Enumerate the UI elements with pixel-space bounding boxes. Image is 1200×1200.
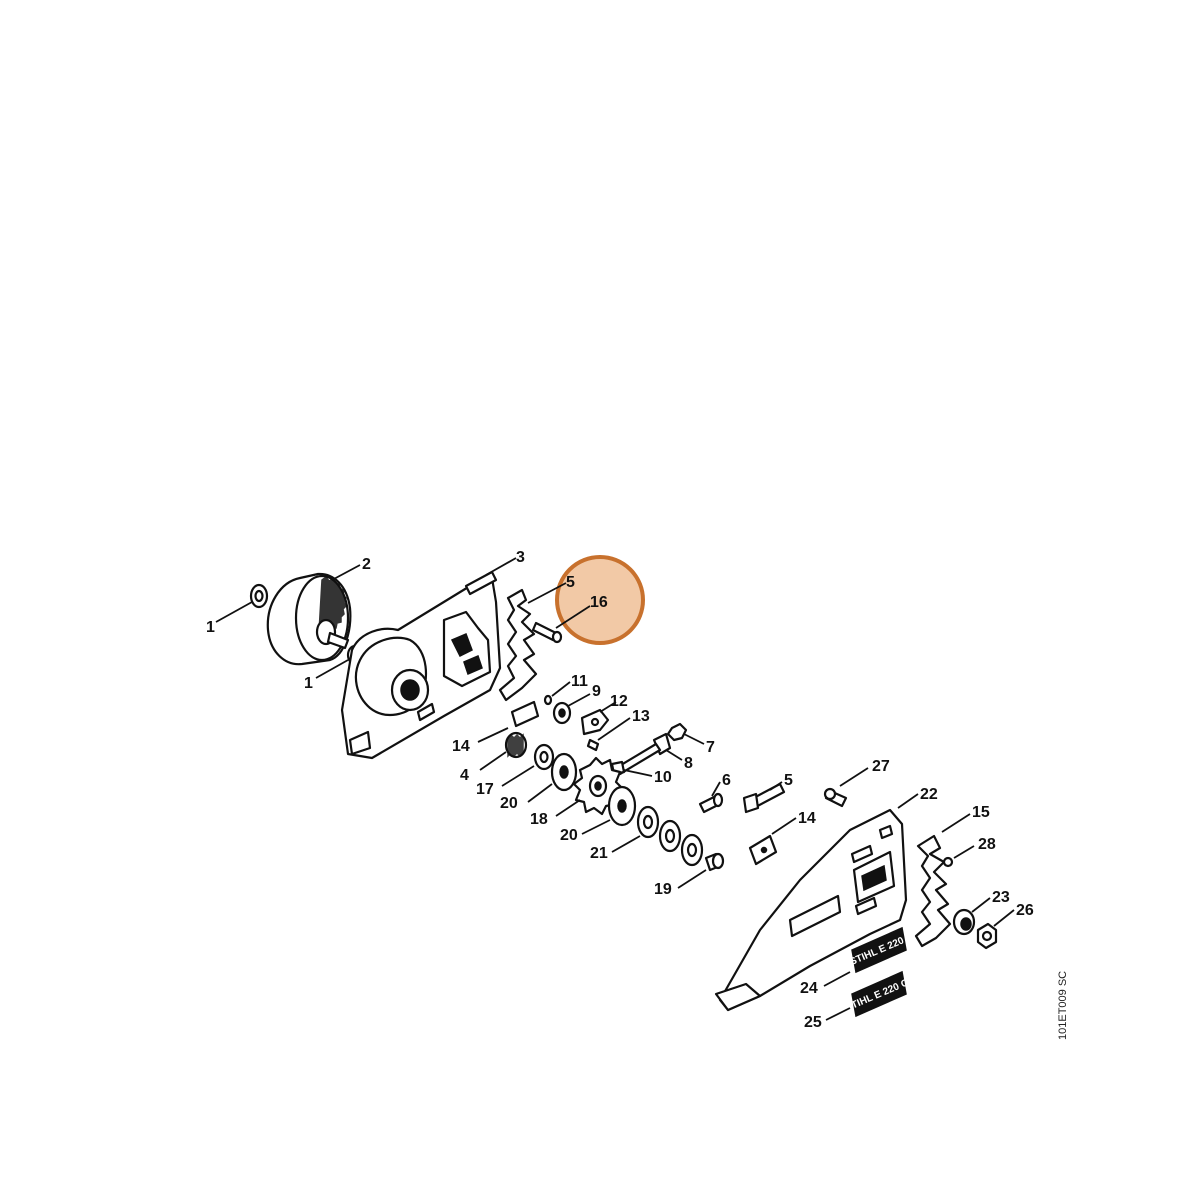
leader-lines: [215, 557, 1015, 1021]
callout-9: 9: [592, 683, 601, 700]
part-ball-28: [942, 856, 954, 868]
callout-2: 2: [362, 556, 371, 573]
callout-16-highlighted[interactable]: 16: [590, 594, 608, 611]
callout-17: 17: [476, 781, 494, 798]
part-nut-26: [976, 922, 998, 950]
part-spike-15: [914, 834, 952, 948]
callout-27: 27: [872, 758, 890, 775]
part-cover-22: [714, 808, 908, 1012]
part-gear-9: [552, 701, 572, 725]
callout-18: 18: [530, 811, 548, 828]
part-plate-12: [580, 708, 610, 736]
part-block-14b: [748, 834, 778, 866]
reference-code: 101ET009 SC: [1057, 971, 1069, 1040]
part-washer-17: [533, 743, 555, 771]
callout-25: 25: [804, 1014, 822, 1031]
decal-25: STIHL E 220 C: [844, 970, 910, 1018]
callout-7: 7: [706, 739, 715, 756]
callout-23: 23: [992, 889, 1010, 906]
callout-5b: 5: [784, 772, 793, 789]
part-sprocket-18: [572, 756, 624, 816]
part-washer-1a: [249, 583, 269, 609]
part-nut-7: [666, 722, 688, 742]
part-cap-23: [952, 908, 976, 936]
part-stud-6: [698, 792, 724, 814]
callout-8: 8: [684, 755, 693, 772]
callout-10: 10: [654, 769, 672, 786]
part-small-11: [543, 694, 553, 706]
callout-22: 22: [920, 786, 938, 803]
callout-14a: 14: [452, 738, 470, 755]
callout-15: 15: [972, 804, 990, 821]
callout-20a: 20: [500, 795, 518, 812]
callout-19: 19: [654, 881, 672, 898]
part-stud-5: [742, 782, 786, 814]
part-bearing-4: [504, 731, 528, 759]
callout-28: 28: [978, 836, 996, 853]
part-screw-27: [823, 787, 848, 808]
callout-3: 3: [516, 549, 525, 566]
callout-6: 6: [722, 772, 731, 789]
callout-11: 11: [571, 673, 588, 690]
callout-14b: 14: [798, 810, 816, 827]
part-disc-20b: [607, 785, 637, 827]
callout-20b: 20: [560, 827, 578, 844]
callout-13: 13: [632, 708, 650, 725]
callout-labels: 1 1 2 3 5 4 14 11 9 12 13 7 8 10 17 20 1…: [206, 549, 1034, 1031]
part-spike-front: [498, 588, 538, 702]
callout-12: 12: [610, 693, 628, 710]
part-washer-21b: [658, 819, 682, 853]
part-washer-21c: [680, 833, 704, 867]
callout-26: 26: [1016, 902, 1034, 919]
part-housing: [340, 570, 502, 760]
callout-21: 21: [590, 845, 608, 862]
part-screw-13: [586, 738, 600, 752]
part-bolt-16: [531, 621, 563, 644]
highlight-circle[interactable]: [555, 555, 645, 645]
part-adjuster-10: [610, 742, 662, 776]
callout-24: 24: [800, 980, 818, 997]
part-disc-20a: [550, 752, 578, 792]
callout-5a: 5: [566, 574, 575, 591]
callout-1b: 1: [304, 675, 313, 692]
part-washer-21a: [636, 805, 660, 839]
callout-4: 4: [460, 767, 469, 784]
part-screw-19: [704, 852, 725, 872]
part-block-14a: [510, 700, 540, 728]
part-clutch-drum: [266, 572, 352, 666]
callout-1a: 1: [206, 619, 215, 636]
